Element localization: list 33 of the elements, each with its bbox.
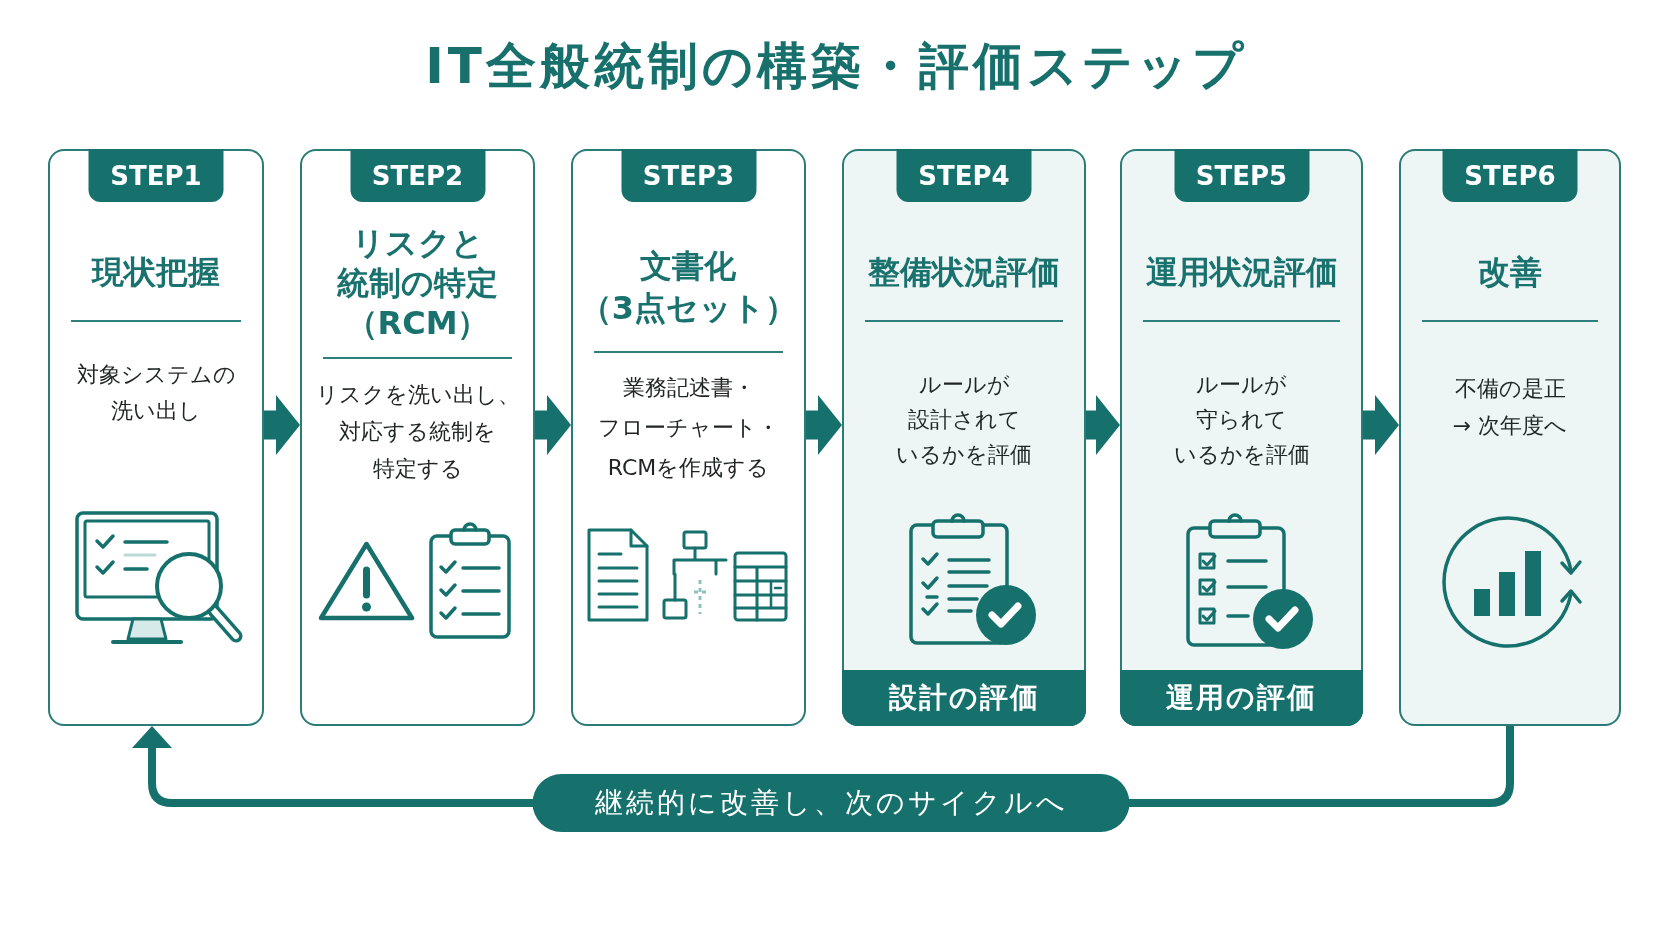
- step-heading: 現状把握: [92, 252, 220, 292]
- step-description: 業務記述書・フローチャート・RCMを作成する: [598, 374, 779, 482]
- step-description: ルールが設計されているかを評価: [896, 371, 1032, 469]
- block-arrow: [535, 395, 571, 455]
- step-tab: STEP1: [88, 149, 224, 202]
- step-tab: STEP5: [1174, 149, 1309, 202]
- step-card: [1399, 149, 1621, 726]
- step-description: ルールが守られているかを評価: [1173, 371, 1310, 469]
- step-heading: 運用状況評価: [1145, 252, 1338, 292]
- title: IT全般統制の構築・評価ステップ: [425, 36, 1247, 97]
- step-description: 不備の是正→ 次年度へ: [1452, 375, 1568, 440]
- step-description: 対象システムの洗い出し: [76, 361, 236, 425]
- step-tab: STEP4: [896, 149, 1032, 202]
- block-arrow: [264, 395, 300, 455]
- step-tab: STEP6: [1442, 149, 1578, 202]
- step-heading: 文書化（3点セット）: [579, 246, 798, 329]
- step-heading: 改善: [1478, 252, 1542, 292]
- step-tab: STEP3: [621, 149, 756, 202]
- step-card: [48, 149, 264, 726]
- step-heading: リスクと統制の特定（RCM）: [337, 223, 498, 343]
- step-tab: STEP2: [350, 149, 485, 202]
- step-card: [571, 149, 806, 726]
- step-heading: 整備状況評価: [868, 252, 1060, 292]
- step-card: [300, 149, 535, 726]
- step-card: [1120, 149, 1363, 726]
- edge-label: 継続的に改善し、次のサイクルへ: [532, 774, 1130, 832]
- step-card: [842, 149, 1086, 726]
- block-arrow: [1363, 395, 1399, 455]
- label-band: 設計の評価: [842, 670, 1086, 726]
- block-arrow: [806, 395, 842, 455]
- block-arrow: [1086, 395, 1120, 455]
- label-band: 運用の評価: [1120, 670, 1363, 726]
- step-description: リスクを洗い出し、対応する統制を特定する: [315, 381, 520, 483]
